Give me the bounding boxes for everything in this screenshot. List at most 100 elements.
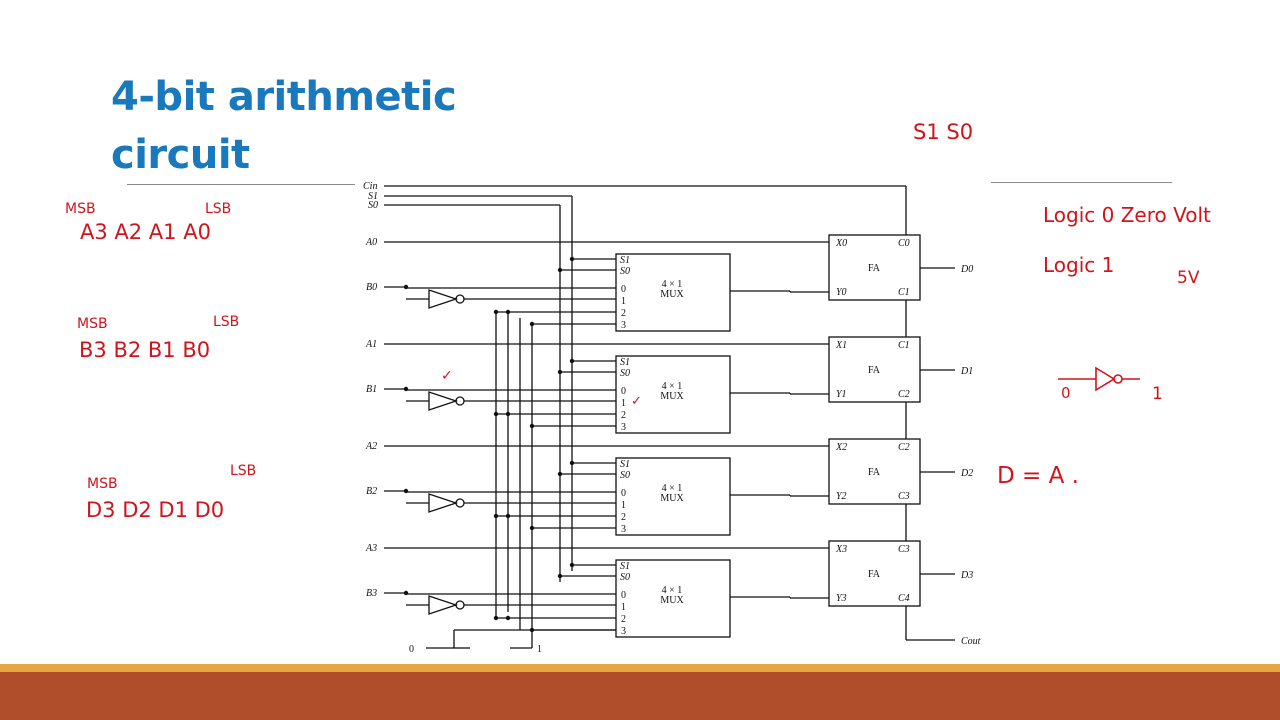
not-gate-icon [428, 595, 459, 615]
fa-label-y: Y1 [836, 389, 847, 400]
mux-0 [615, 253, 731, 332]
footer-accent-stripe [0, 664, 1280, 672]
fa-label-y: Y0 [836, 287, 847, 298]
label-a3: A3 [365, 543, 377, 554]
title-line-1: 4-bit arithmetic [111, 74, 457, 120]
label-logic-zero: 0 [409, 644, 414, 655]
mux-label-size: 4 × 1 [662, 279, 683, 290]
fa-label-cout: C3 [898, 491, 910, 502]
full-adder-0 [828, 234, 921, 301]
b-msb-note: MSB [77, 316, 108, 332]
mux-label-s1: S1 [620, 561, 630, 572]
fa-label: FA [868, 263, 881, 274]
fa-label: FA [868, 467, 881, 478]
label-b1: B1 [366, 384, 377, 395]
fa-label-cout: C1 [898, 287, 910, 298]
label-d1: D1 [960, 366, 973, 377]
mux-label-name: MUX [660, 595, 684, 606]
select-lines-note: S1 S0 [913, 120, 974, 144]
mux-checkmark: ✓ [631, 394, 642, 409]
label-s0: S0 [368, 200, 378, 211]
not-sketch-output: 1 [1152, 384, 1163, 404]
not-gate-icon [428, 391, 459, 411]
not-gate-icon [428, 289, 459, 309]
five-volt-note: 5V [1177, 268, 1200, 288]
fa-label-y: Y2 [836, 491, 847, 502]
mux-label-s0: S0 [620, 572, 630, 583]
fa-label-cin: C0 [898, 238, 910, 249]
label-d0: D0 [960, 264, 973, 275]
mux-input-in0: 0 [621, 284, 626, 295]
label-logic-one: 1 [537, 644, 542, 655]
fa-label-cout: C4 [898, 593, 910, 604]
label-b2: B2 [366, 486, 377, 497]
fa-label: FA [868, 569, 881, 580]
label-a1: A1 [365, 339, 377, 350]
mux-input-in0: 0 [621, 488, 626, 499]
d-lsb-note: LSB [230, 463, 257, 479]
mux-label-s1: S1 [620, 255, 630, 266]
label-d3: D3 [960, 570, 973, 581]
mux-label-s0: S0 [620, 266, 630, 277]
mux-label-name: MUX [660, 493, 684, 504]
not-gate-icon [428, 493, 459, 513]
circuit-labels: Cin S1 S0 0 1 Cout [363, 181, 981, 655]
mux-1 [615, 355, 731, 434]
fa-label-cin: C3 [898, 544, 910, 555]
mux-input-in3: 3 [621, 524, 626, 535]
fa-label-cout: C2 [898, 389, 910, 400]
label-a2: A2 [365, 441, 377, 452]
not-sketch-input: 0 [1061, 384, 1071, 402]
logic0-note: Logic 0 Zero Volt [1043, 203, 1211, 227]
mux-label-size: 4 × 1 [662, 381, 683, 392]
footer-bar [0, 672, 1280, 720]
not-gate-sketch-icon [1058, 366, 1140, 392]
mux-label-s0: S0 [620, 368, 630, 379]
label-a0: A0 [365, 237, 377, 248]
fa-label: FA [868, 365, 881, 376]
mux-2 [615, 457, 731, 536]
a-msb-note: MSB [65, 201, 96, 217]
mux-input-in2: 2 [621, 308, 626, 319]
mux-input-in2: 2 [621, 410, 626, 421]
fa-label-x: X1 [835, 340, 847, 351]
a-bits-note: A3 A2 A1 A0 [80, 220, 211, 244]
fa-label-x: X3 [835, 544, 847, 555]
full-adder-2 [828, 438, 921, 505]
mux-input-in1: 1 [621, 398, 626, 409]
mux-input-in3: 3 [621, 422, 626, 433]
d-msb-note: MSB [87, 476, 118, 492]
fa-label-y: Y3 [836, 593, 847, 604]
logic1-note: Logic 1 [1043, 253, 1115, 277]
b1-checkmark: ✓ [441, 368, 453, 384]
mux-label-size: 4 × 1 [662, 483, 683, 494]
mux-input-in3: 3 [621, 626, 626, 637]
mux-label-name: MUX [660, 391, 684, 402]
mux-input-in1: 1 [621, 500, 626, 511]
mux-input-in1: 1 [621, 602, 626, 613]
d-equation-note: D = A . [997, 463, 1079, 489]
fa-label-x: X0 [835, 238, 847, 249]
label-cin: Cin [363, 181, 377, 192]
mux-input-in0: 0 [621, 386, 626, 397]
mux-input-in0: 0 [621, 590, 626, 601]
mux-input-in2: 2 [621, 614, 626, 625]
a-lsb-note: LSB [205, 201, 232, 217]
mux-label-s0: S0 [620, 470, 630, 481]
title-rule-right [991, 182, 1172, 183]
label-cout: Cout [961, 636, 981, 647]
mux-label-size: 4 × 1 [662, 585, 683, 596]
label-b3: B3 [366, 588, 377, 599]
mux-label-s1: S1 [620, 357, 630, 368]
title-line-2: circuit [111, 132, 250, 178]
fa-label-cin: C2 [898, 442, 910, 453]
label-s1: S1 [368, 191, 378, 202]
b-lsb-note: LSB [213, 314, 240, 330]
slide-title: 4-bit arithmetic circuit [111, 68, 457, 184]
